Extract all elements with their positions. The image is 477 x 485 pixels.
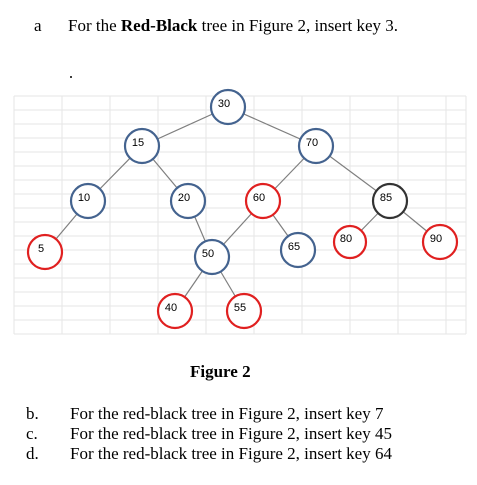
node-circle-60	[244, 182, 282, 220]
node-circle-20	[169, 182, 207, 220]
node-10: 10	[69, 182, 107, 220]
question-a-marker: a	[34, 16, 42, 35]
node-20: 20	[169, 182, 207, 220]
question-d-text: For the red-black tree in Figure 2, inse…	[70, 444, 392, 463]
node-circle-85	[371, 182, 409, 220]
node-label-10: 10	[78, 192, 90, 204]
node-circle-5	[26, 233, 64, 271]
node-label-85: 85	[380, 192, 392, 204]
node-50: 50	[193, 238, 231, 276]
node-circle-65	[279, 231, 317, 269]
node-circle-90	[421, 223, 459, 261]
node-label-90: 90	[430, 233, 442, 245]
node-label-5: 5	[38, 243, 44, 255]
node-circle-10	[69, 182, 107, 220]
node-80: 80	[332, 224, 368, 260]
node-circle-55	[225, 292, 263, 330]
node-5: 5	[26, 233, 64, 271]
question-b-text: For the red-black tree in Figure 2, inse…	[70, 404, 384, 423]
node-label-30: 30	[218, 98, 230, 110]
tree-nodes: 30 15 70 10 20 60 85 5 50 65 80 90 40 55	[26, 88, 459, 330]
question-a-text: For the Red-Black tree in Figure 2, inse…	[68, 16, 398, 36]
node-label-50: 50	[202, 248, 214, 260]
node-65: 65	[279, 231, 317, 269]
question-c-marker: c.	[26, 424, 38, 443]
node-label-15: 15	[132, 137, 144, 149]
node-70: 70	[297, 127, 335, 165]
node-85: 85	[371, 182, 409, 220]
figure-caption: Figure 2	[190, 362, 251, 381]
node-55: 55	[225, 292, 263, 330]
question-a-text-after: tree in Figure 2, insert key 3.	[197, 16, 399, 35]
node-circle-30	[209, 88, 247, 126]
node-label-20: 20	[178, 192, 190, 204]
node-circle-50	[193, 238, 231, 276]
node-30: 30	[209, 88, 247, 126]
question-a-text-bold: Red-Black	[120, 16, 198, 35]
node-circle-70	[297, 127, 335, 165]
node-label-65: 65	[288, 241, 300, 253]
node-circle-80	[332, 224, 368, 260]
node-circle-15	[123, 127, 161, 165]
node-60: 60	[244, 182, 282, 220]
node-40: 40	[156, 292, 194, 330]
node-label-80: 80	[340, 233, 352, 245]
question-c-text: For the red-black tree in Figure 2, inse…	[70, 424, 392, 443]
node-label-70: 70	[306, 137, 318, 149]
node-15: 15	[123, 127, 161, 165]
node-label-60: 60	[253, 192, 265, 204]
node-circle-40	[156, 292, 194, 330]
node-label-55: 55	[234, 302, 246, 314]
node-90: 90	[421, 223, 459, 261]
node-label-40: 40	[165, 302, 177, 314]
question-a-text-before: For the	[68, 16, 121, 35]
stray-dot	[70, 76, 72, 78]
question-b-marker: b.	[26, 404, 39, 423]
question-d-marker: d.	[26, 444, 39, 463]
